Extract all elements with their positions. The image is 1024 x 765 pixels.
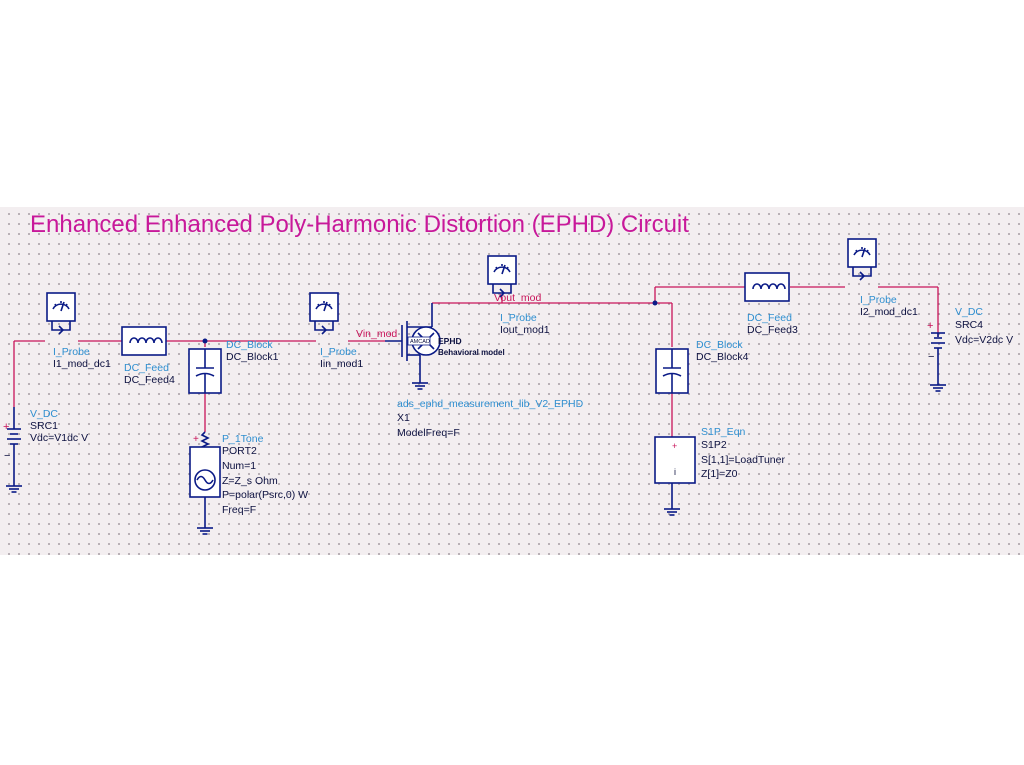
ephd-symbol-line2: Behavioral model xyxy=(438,348,505,357)
s1p-z1: Z[1]=Z0 xyxy=(701,468,738,480)
feed4-type: DC_Feed xyxy=(124,362,169,374)
svg-text:+: + xyxy=(927,320,933,332)
svg-text:+: + xyxy=(672,441,677,451)
feed4-name: DC_Feed4 xyxy=(124,374,175,386)
i2-current-probe[interactable]: I_Probe I2_mod_dc1 xyxy=(847,238,918,318)
iout-type: I_Probe xyxy=(500,312,537,324)
schematic-title: Enhanced Enhanced Poly-Harmonic Distorti… xyxy=(30,211,689,238)
i2-type: I_Probe xyxy=(860,294,897,306)
src1-type: V_DC xyxy=(30,408,58,420)
block1-name: DC_Block1 xyxy=(226,351,279,363)
iout-current-probe[interactable]: I_Probe Iout_mod1 xyxy=(487,255,550,336)
src1-dc-source[interactable]: + − V_DC SRC1 Vdc=V1dc V xyxy=(3,407,88,493)
ephd-name: X1 xyxy=(397,412,410,424)
i2-name: I2_mod_dc1 xyxy=(860,306,918,318)
s1p-s11: S[1,1]=LoadTuner xyxy=(701,454,785,466)
port2-z: Z=Z_s Ohm xyxy=(222,475,278,487)
vout-net-label: Vout_mod xyxy=(494,292,541,304)
vin-net-label: Vin_mod xyxy=(356,328,397,340)
ephd-type: ads_ephd_measurement_lib_V2_EPHD xyxy=(397,398,584,410)
junction-dot xyxy=(652,300,658,306)
port2-p: P=polar(Psrc,0) W xyxy=(222,489,308,501)
schematic-canvas[interactable]: Enhanced Enhanced Poly-Harmonic Distorti… xyxy=(0,207,1024,555)
feed3-name: DC_Feed3 xyxy=(747,324,798,336)
iout-name: Iout_mod1 xyxy=(500,324,550,336)
port2-name: PORT2 xyxy=(222,445,257,457)
svg-text:i: i xyxy=(674,467,676,477)
circuit-schematic: Enhanced Enhanced Poly-Harmonic Distorti… xyxy=(3,211,1013,535)
port2-num: Num=1 xyxy=(222,460,256,472)
iin-type: I_Probe xyxy=(320,346,357,358)
ephd-badge: AMCAD xyxy=(410,339,430,345)
i1-type: I_Probe xyxy=(53,346,90,358)
block4-type: DC_Block xyxy=(696,339,743,351)
svg-text:+: + xyxy=(193,434,199,445)
dc-feed3-inductor[interactable]: DC_Feed DC_Feed3 xyxy=(744,272,798,336)
src4-name: SRC4 xyxy=(955,319,983,331)
port2-type: P_1Tone xyxy=(222,433,264,445)
i1-name: I1_mod_dc1 xyxy=(53,358,111,370)
block4-name: DC_Block4 xyxy=(696,351,749,363)
src1-vdc: Vdc=V1dc V xyxy=(30,432,88,444)
port2-freq: Freq=F xyxy=(222,504,256,516)
i1-current-probe[interactable]: I_Probe I1_mod_dc1 xyxy=(46,292,111,370)
src4-type: V_DC xyxy=(955,306,983,318)
port2-source[interactable]: + P_1Tone PORT2 Num=1 Z=Z_s Ohm P=polar(… xyxy=(189,431,308,535)
junction-dot xyxy=(202,338,208,344)
src1-name: SRC1 xyxy=(30,420,58,432)
s1p-name: S1P2 xyxy=(701,439,727,451)
ephd-behavioral-model[interactable]: AMCAD EPHD Behavioral model ads_ephd_mea… xyxy=(385,303,584,439)
ephd-symbol-line1: EPHD xyxy=(438,336,462,346)
src4-dc-source[interactable]: + − V_DC SRC4 Vdc=V2dc V xyxy=(927,306,1013,392)
svg-text:−: − xyxy=(928,351,934,363)
s1p-type: S1P_Eqn xyxy=(701,426,746,438)
iin-name: Iin_mod1 xyxy=(320,358,363,370)
ephd-modelfreq: ModelFreq=F xyxy=(397,427,460,439)
s1p-load-tuner[interactable]: + i S1P_Eqn S1P2 S[1,1]=LoadTuner Z[1]=Z… xyxy=(654,426,785,516)
dc-feed4-inductor[interactable]: DC_Feed DC_Feed4 xyxy=(121,326,175,386)
svg-text:+: + xyxy=(3,421,9,433)
feed3-type: DC_Feed xyxy=(747,312,792,324)
src4-vdc: Vdc=V2dc V xyxy=(955,334,1013,346)
svg-text:−: − xyxy=(4,450,10,462)
block1-type: DC_Block xyxy=(226,339,273,351)
iin-current-probe[interactable]: I_Probe Iin_mod1 xyxy=(309,292,363,370)
dc-block1-capacitor[interactable]: DC_Block DC_Block1 xyxy=(188,339,279,394)
dc-block4-capacitor[interactable]: DC_Block DC_Block4 xyxy=(655,339,749,394)
